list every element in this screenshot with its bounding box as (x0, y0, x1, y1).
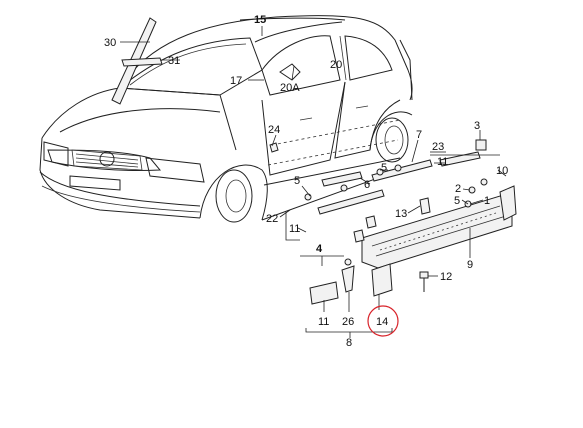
part-5-strip (317, 189, 385, 215)
leader-lines (120, 26, 507, 338)
car-illustration (39, 15, 413, 223)
callout-17: 17 (230, 75, 242, 87)
callout-12: 12 (440, 271, 452, 283)
callout-6: 6 (364, 179, 370, 191)
callout-11-b: 11 (289, 223, 300, 235)
callout-23: 23 (432, 141, 444, 153)
callout-31: 31 (168, 55, 180, 67)
callout-22: 22 (266, 213, 278, 225)
callout-8: 8 (346, 337, 352, 349)
callout-3: 3 (474, 120, 480, 132)
callout-5-a: 5 (294, 175, 300, 187)
callout-1: 1 (484, 195, 490, 207)
part-7-strip (371, 159, 433, 182)
part-14-panel (371, 263, 393, 297)
part-6-strip (321, 171, 363, 187)
part-9-sill-cover (361, 195, 513, 269)
part-30-trim (111, 17, 163, 105)
callout-30: 30 (104, 37, 116, 49)
callout-9: 9 (467, 259, 473, 271)
part-15-roof-molding (254, 21, 343, 43)
callout-13: 13 (395, 208, 407, 220)
callout-20: 20 (330, 59, 342, 71)
callout-20a: 20A (280, 82, 300, 94)
callout-5-c: 5 (454, 195, 460, 207)
highlight-circle (367, 305, 399, 337)
callout-5-b: 5 (381, 162, 387, 174)
callout-26: 26 (342, 316, 354, 328)
callout-11-c: 11 (318, 316, 329, 328)
callout-15: 15 (254, 14, 266, 26)
callout-14: 14 (376, 316, 388, 328)
callout-24: 24 (268, 124, 280, 136)
callout-11-a: 11 (437, 156, 448, 168)
callout-7: 7 (416, 129, 422, 141)
part-10-end-cap (499, 185, 517, 221)
callout-labels: 15 30 31 20 17 20A 24 3 7 23 11 5 5 6 10… (104, 14, 508, 349)
callout-2: 2 (455, 183, 461, 195)
callout-4: 4 (316, 243, 323, 255)
callout-10: 10 (496, 165, 508, 177)
